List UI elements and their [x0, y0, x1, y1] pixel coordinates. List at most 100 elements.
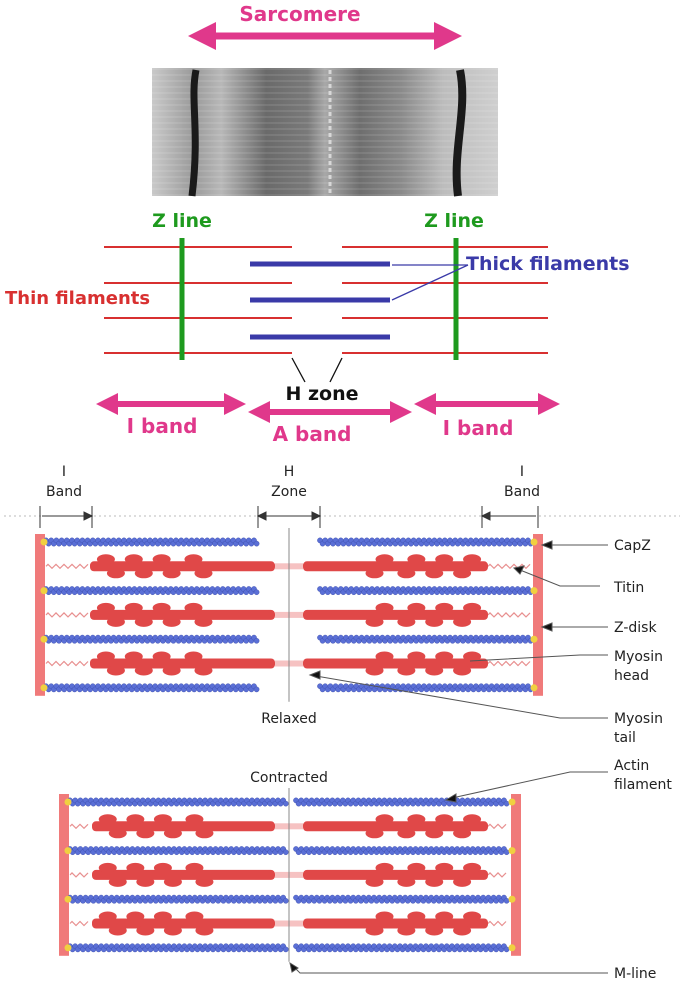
myosin-head: [453, 665, 472, 676]
thick-filaments: [250, 261, 390, 340]
myosin-head: [365, 876, 384, 887]
myosin-head: [397, 665, 416, 676]
relaxed-sarcomere: [35, 528, 543, 702]
actin-filament: [43, 586, 260, 596]
myosin-head: [407, 651, 426, 662]
actin-filament: [67, 846, 289, 856]
myosin-head: [162, 568, 181, 579]
titin-strand: [487, 823, 507, 830]
a-band-label: A band: [273, 422, 352, 446]
label-titin: Titin: [613, 580, 644, 596]
myosin-head: [98, 814, 117, 825]
myosin-head: [435, 651, 454, 662]
myosin-head: [194, 616, 213, 627]
myosin-head: [365, 665, 384, 676]
myosin-head: [397, 876, 416, 887]
capz-cap: [530, 538, 538, 546]
contracted-label: Contracted: [250, 770, 328, 786]
titin-strand: [487, 872, 507, 878]
actin-filament: [67, 797, 289, 807]
myosin-head: [96, 602, 115, 613]
capz-cap: [64, 895, 72, 903]
a-band-arrow: [248, 401, 412, 423]
myosin-head: [375, 911, 394, 922]
dimension-markers: [39, 506, 539, 528]
myosin-head: [375, 651, 394, 662]
capz-cap: [40, 684, 48, 692]
myosin-head: [194, 665, 213, 676]
label-mline: M-line: [614, 966, 656, 982]
z-line-label-right: Z line: [424, 210, 484, 232]
actin-filament: [43, 537, 260, 547]
myosin-head: [162, 665, 181, 676]
thick-filaments-pointers: [391, 264, 469, 301]
titin-strand: [487, 660, 531, 667]
myosin-head: [152, 651, 171, 662]
myosin-head: [397, 616, 416, 627]
capz-cap: [40, 538, 48, 546]
z-disk: [533, 534, 543, 696]
capz-cap: [64, 847, 72, 855]
i-band-arrow-right: [414, 393, 560, 415]
capz-cap: [40, 587, 48, 595]
myosin-head: [136, 925, 155, 936]
actin-filament: [293, 943, 510, 953]
myosin-head: [96, 651, 115, 662]
myosin-head: [453, 876, 472, 887]
actin-filament: [317, 683, 534, 693]
i-band-bottom-left-2: Band: [46, 484, 82, 500]
myosin-head: [463, 911, 482, 922]
myosin-head: [163, 925, 182, 936]
myosin-head: [453, 568, 472, 579]
actin-filament: [293, 797, 510, 807]
micrograph-image: [152, 68, 498, 197]
myosin-head: [152, 554, 171, 565]
actin-filament: [67, 943, 289, 953]
myosin-head: [435, 911, 454, 922]
actin-filament: [317, 634, 534, 644]
myosin-head: [463, 602, 482, 613]
label-myosin-head-1: Myosin: [614, 649, 663, 665]
myosin-head: [407, 814, 426, 825]
myosin-head: [407, 862, 426, 873]
myosin-head: [195, 925, 214, 936]
myosin-head: [425, 876, 444, 887]
i-band-label-right: I band: [443, 416, 514, 440]
myosin-head: [108, 925, 127, 936]
h-zone-pointers: [291, 357, 343, 383]
myosin-head: [425, 665, 444, 676]
label-actin-2: filament: [614, 777, 672, 793]
titin-strand: [45, 660, 89, 667]
titin-strand: [487, 612, 531, 618]
myosin-head: [195, 876, 214, 887]
myosin-head: [397, 828, 416, 839]
capz-cap: [64, 798, 72, 806]
titin-strand: [69, 823, 89, 830]
relaxed-label: Relaxed: [261, 711, 317, 727]
myosin-head: [162, 616, 181, 627]
myosin-head: [153, 911, 172, 922]
myosin-head: [435, 554, 454, 565]
actin-filament: [317, 537, 534, 547]
capz-cap: [530, 684, 538, 692]
myosin-head: [463, 814, 482, 825]
myosin-head: [365, 828, 384, 839]
z-disk: [35, 534, 45, 696]
z-line-label-left: Z line: [152, 210, 212, 232]
myosin-filament: [92, 862, 488, 887]
myosin-head: [435, 814, 454, 825]
myosin-head: [407, 911, 426, 922]
myosin-filament: [92, 911, 488, 936]
actin-filament: [43, 634, 260, 644]
myosin-head: [365, 568, 384, 579]
i-band-label-left: I band: [127, 414, 198, 438]
actin-filament: [293, 846, 510, 856]
myosin-head: [463, 862, 482, 873]
myosin-head: [153, 862, 172, 873]
myosin-head: [435, 602, 454, 613]
thin-filaments: [104, 246, 548, 354]
myosin-head: [463, 651, 482, 662]
capz-cap: [40, 635, 48, 643]
myosin-head: [375, 554, 394, 565]
